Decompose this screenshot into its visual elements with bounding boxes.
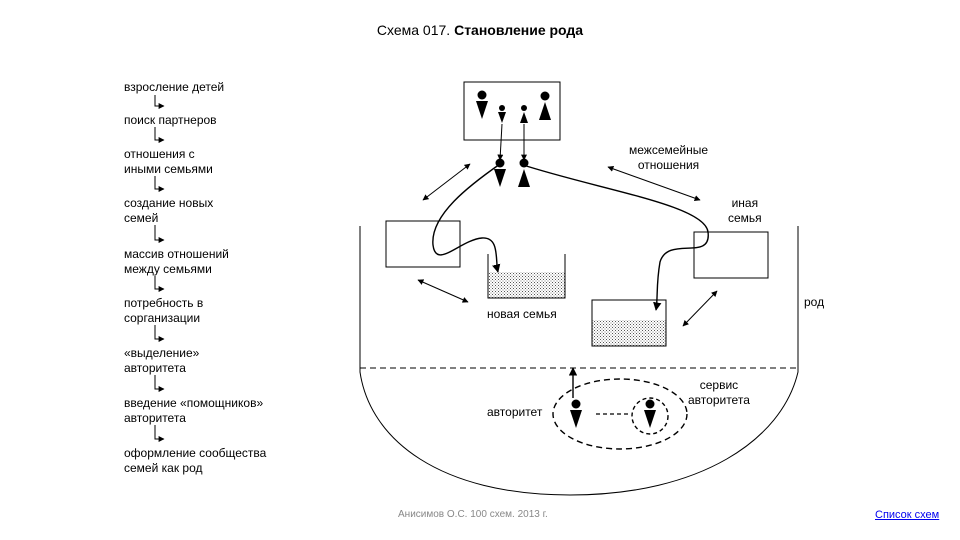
step-organization-need: потребность в сорганизации bbox=[124, 296, 204, 325]
link-daughter-to-family bbox=[519, 163, 709, 311]
second-family-box bbox=[591, 299, 667, 347]
schemes-list-link[interactable]: Список схем bbox=[875, 509, 940, 521]
step-partner-search: поиск партнеров bbox=[124, 113, 217, 127]
diagram-title: Схема 017. Становление рода bbox=[0, 22, 960, 38]
step-authority-emerges: «выделение» авторитета bbox=[124, 346, 200, 375]
clan-boundary bbox=[359, 226, 799, 496]
new-family-box-fill bbox=[488, 272, 565, 298]
authority-group-outline bbox=[552, 378, 688, 450]
double-arrow-left-bottom bbox=[417, 279, 469, 303]
authority-icon bbox=[570, 399, 582, 428]
step-other-families: отношения с иными семьями bbox=[124, 147, 213, 176]
label-authority: авторитет bbox=[487, 405, 543, 419]
label-authority-service: сервис авторитета bbox=[688, 378, 750, 407]
double-arrow-right-bottom bbox=[682, 290, 718, 327]
helper-circle bbox=[631, 397, 669, 435]
step-helpers-introduced: введение «помощников» авторитета bbox=[124, 396, 264, 425]
step-new-families: создание новых семей bbox=[124, 196, 214, 225]
title-prefix: Схема 017. bbox=[376, 22, 451, 38]
step-relations-array: массив отношений между семьями bbox=[124, 247, 229, 276]
step-connector-arrows bbox=[154, 95, 165, 442]
new-family-box bbox=[487, 254, 566, 299]
footer-credit: Анисимов О.С. 100 схем. 2013 г. bbox=[398, 509, 548, 520]
step-growing-children: взросление детей bbox=[124, 80, 225, 94]
title-main: Становление рода bbox=[454, 22, 584, 38]
family-box-left bbox=[385, 220, 461, 268]
label-other-family: иная семья bbox=[728, 196, 762, 225]
other-family-box bbox=[693, 231, 769, 279]
step-clan-formed: оформление сообщества семей как род bbox=[124, 446, 267, 475]
label-new-family: новая семья bbox=[487, 307, 557, 321]
double-arrow-right-top bbox=[607, 165, 701, 202]
link-son-to-new-family bbox=[432, 163, 501, 273]
grown-son-icon bbox=[494, 158, 506, 187]
label-clan: род bbox=[804, 295, 825, 309]
helper-icon bbox=[644, 399, 656, 428]
grown-daughter-icon bbox=[518, 158, 530, 187]
double-arrow-left-top bbox=[422, 163, 471, 201]
second-family-box-fill bbox=[592, 320, 666, 346]
